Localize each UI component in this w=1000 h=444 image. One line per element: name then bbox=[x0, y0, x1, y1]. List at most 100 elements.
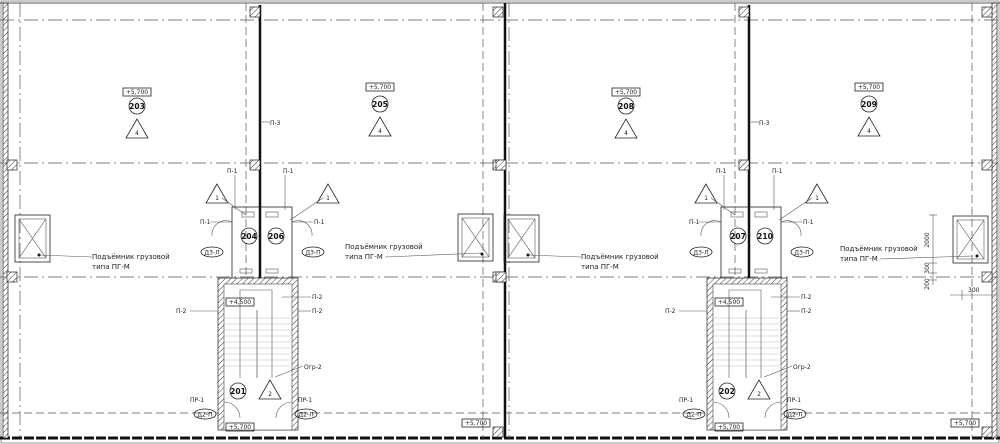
room-number-circle bbox=[860, 95, 878, 113]
triangle-mark bbox=[747, 379, 771, 400]
triangle-mark bbox=[125, 118, 149, 139]
freight-lift bbox=[457, 213, 494, 262]
column bbox=[492, 426, 504, 438]
triangle-mark-label: 4 bbox=[378, 128, 382, 135]
wc-block bbox=[231, 206, 293, 280]
elevation-mark bbox=[225, 422, 255, 432]
elevation-label: +5,700 bbox=[718, 424, 740, 431]
stair-interior bbox=[223, 283, 293, 431]
element-tag: П-3 bbox=[270, 120, 281, 127]
freight-lift bbox=[952, 215, 989, 264]
room-number-circle bbox=[128, 97, 146, 115]
room-number: 204 bbox=[241, 232, 257, 241]
element-tag: П-1 bbox=[283, 168, 294, 175]
right-exterior-wall bbox=[991, 2, 998, 439]
door-swing bbox=[275, 401, 293, 419]
element-tag: Огр-2 bbox=[304, 364, 322, 371]
stair-direction bbox=[728, 289, 762, 378]
column bbox=[492, 6, 504, 18]
door-tag: Д2-П bbox=[197, 412, 212, 419]
stair-interior bbox=[712, 283, 782, 431]
room-number: 206 bbox=[268, 232, 284, 241]
door-swing bbox=[780, 220, 802, 237]
room-number-circle bbox=[371, 95, 389, 113]
leader-line bbox=[879, 255, 974, 260]
door-swing bbox=[700, 220, 722, 237]
triangle-mark bbox=[316, 183, 340, 204]
room-number-circle bbox=[729, 227, 747, 245]
leader-line bbox=[763, 365, 793, 378]
lift-label: Подъёмник грузовой bbox=[345, 243, 423, 251]
lift-dimensions: 2000 300 200 300 bbox=[924, 214, 995, 300]
room-number: 201 bbox=[230, 387, 246, 396]
element-tag: П-1 bbox=[772, 168, 783, 175]
elevation-label: +4,500 bbox=[229, 299, 251, 306]
room-number: 210 bbox=[757, 232, 773, 241]
triangle-mark-label: 1 bbox=[215, 195, 219, 202]
door-tag: Д2-Л bbox=[787, 412, 802, 419]
washbasin bbox=[730, 211, 744, 218]
elevation-mark bbox=[854, 82, 884, 92]
elevation-mark bbox=[365, 82, 395, 92]
dim-offset: 300 bbox=[968, 287, 980, 294]
elevation-mark bbox=[950, 418, 980, 428]
door-swing bbox=[211, 220, 233, 237]
door-tag-oval bbox=[682, 408, 706, 420]
leader-line bbox=[274, 365, 304, 378]
element-tag: П-3 bbox=[759, 120, 770, 127]
room-number-circle bbox=[240, 227, 258, 245]
lift-label: типа ПГ-М bbox=[840, 255, 878, 263]
room-number: 202 bbox=[719, 387, 735, 396]
door-tag-oval bbox=[790, 246, 814, 258]
element-tag: П-2 bbox=[665, 308, 676, 315]
room-number-circle bbox=[617, 97, 635, 115]
washbasin bbox=[265, 211, 279, 218]
door-tag: Д2-Л bbox=[298, 412, 313, 419]
left-exterior-wall bbox=[2, 2, 9, 439]
column bbox=[6, 271, 18, 283]
element-tag: П-1 bbox=[803, 219, 814, 226]
elevation-mark bbox=[714, 297, 744, 307]
element-tag: П-1 bbox=[689, 219, 700, 226]
lift-label: Подъёмник грузовой bbox=[840, 245, 918, 253]
lift-label: типа ПГ-М bbox=[581, 263, 619, 271]
room-number: 209 bbox=[861, 100, 877, 109]
elevation-mark bbox=[714, 422, 744, 432]
elevation-label: +5,700 bbox=[858, 84, 880, 91]
room-number-circle bbox=[229, 382, 247, 400]
lift-label: типа ПГ-М bbox=[92, 263, 130, 271]
door-swing bbox=[291, 220, 313, 237]
element-tag: П-1 bbox=[227, 168, 238, 175]
triangle-mark-label: 1 bbox=[815, 195, 819, 202]
room-number-circle bbox=[718, 382, 736, 400]
column bbox=[981, 271, 993, 283]
elevation-mark bbox=[122, 87, 152, 97]
column bbox=[738, 159, 750, 171]
elevation-label: +5,700 bbox=[615, 89, 637, 96]
room-number-circle bbox=[267, 227, 285, 245]
triangle-mark bbox=[368, 116, 392, 137]
column bbox=[981, 6, 993, 18]
room-number-circle bbox=[756, 227, 774, 245]
room-number: 203 bbox=[129, 102, 145, 111]
leader-line bbox=[38, 254, 93, 258]
leader-line bbox=[384, 252, 483, 258]
leader-line bbox=[527, 254, 582, 258]
door-tag-oval bbox=[301, 246, 325, 258]
column bbox=[249, 6, 261, 18]
elevation-mark bbox=[225, 297, 255, 307]
wc-fixture bbox=[754, 268, 768, 274]
column bbox=[495, 271, 507, 283]
door-tag-oval bbox=[689, 246, 713, 258]
room-number: 208 bbox=[618, 102, 634, 111]
wc-fixture bbox=[728, 268, 742, 274]
wc-fixture bbox=[239, 268, 253, 274]
element-tag: ПР-1 bbox=[679, 397, 693, 404]
door-tag: Д3-П bbox=[794, 250, 809, 257]
column bbox=[249, 159, 261, 171]
washbasin bbox=[241, 211, 255, 218]
door-tag-oval bbox=[294, 408, 318, 420]
